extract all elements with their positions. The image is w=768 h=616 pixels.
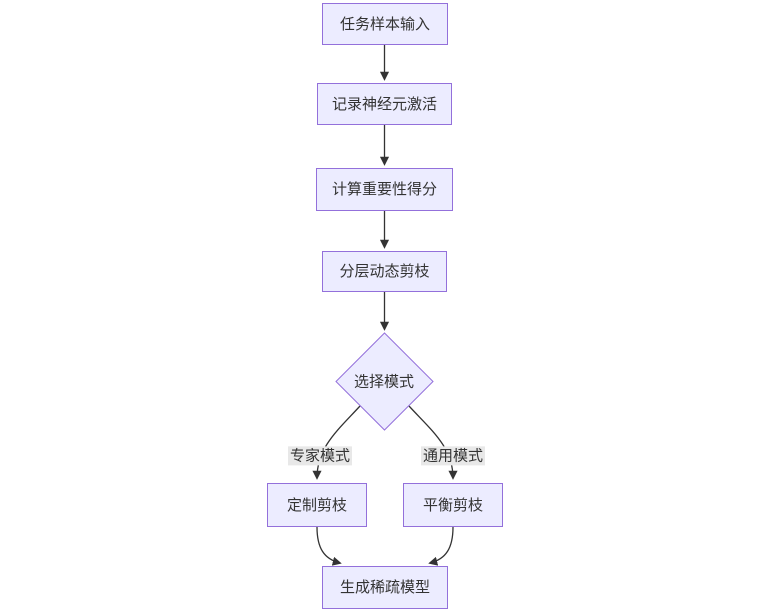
node-balanced-pruning-label: 平衡剪枝 <box>422 496 483 514</box>
node-task-input: 任务样本输入 <box>322 3 448 45</box>
edge-mode-to-balanced <box>408 405 458 480</box>
node-importance-score: 计算重要性得分 <box>316 168 453 211</box>
edge-label-general-mode: 通用模式 <box>420 446 486 466</box>
edge-mode-to-custom <box>312 405 361 480</box>
node-custom-pruning: 定制剪枝 <box>267 483 367 527</box>
edge-balanced-to-model <box>428 526 454 566</box>
node-record-activation: 记录神经元激活 <box>317 83 452 125</box>
node-sparse-model: 生成稀疏模型 <box>322 566 448 609</box>
node-layered-pruning: 分层动态剪枝 <box>322 251 447 292</box>
node-mode-select-label: 选择模式 <box>353 373 415 391</box>
node-task-input-label: 任务样本输入 <box>339 15 430 33</box>
node-mode-select-shape <box>335 332 434 431</box>
node-record-activation-label: 记录神经元激活 <box>331 95 437 113</box>
node-sparse-model-label: 生成稀疏模型 <box>339 579 430 596</box>
node-balanced-pruning: 平衡剪枝 <box>403 483 503 527</box>
node-custom-pruning-label: 定制剪枝 <box>286 496 347 514</box>
node-importance-score-label: 计算重要性得分 <box>331 181 437 198</box>
edge-custom-to-model <box>316 526 342 566</box>
edge-label-expert-mode: 专家模式 <box>287 446 353 466</box>
node-layered-pruning-label: 分层动态剪枝 <box>339 263 430 280</box>
